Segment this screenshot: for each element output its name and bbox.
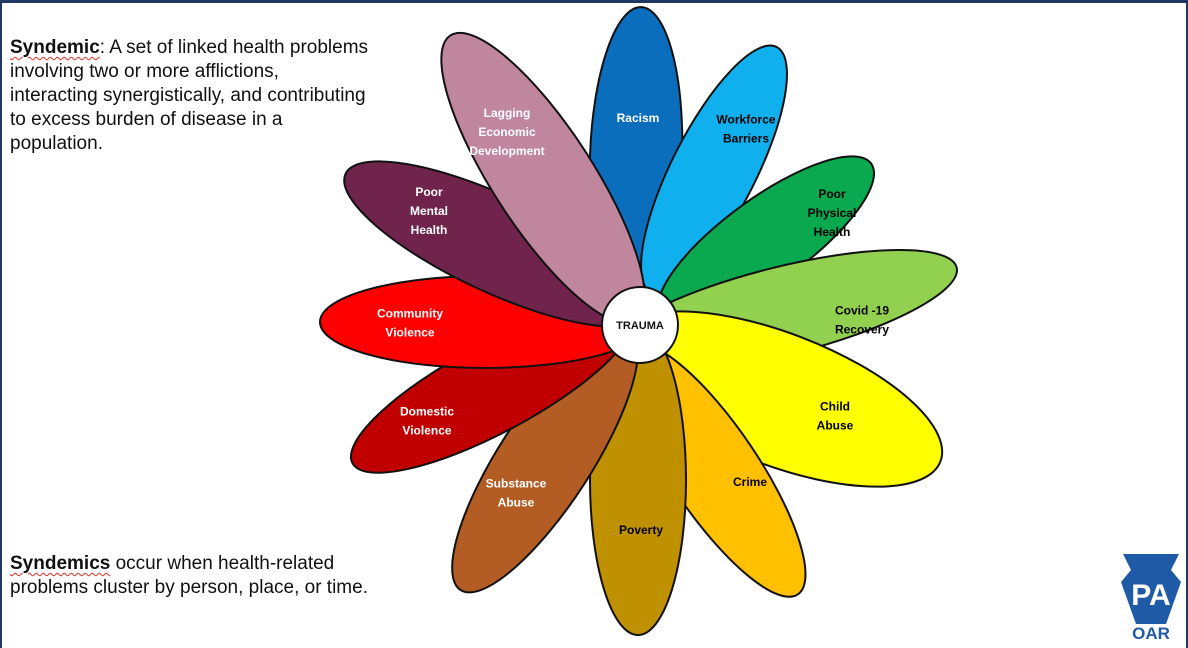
- petal-label: Racism: [617, 111, 660, 125]
- syndemic-definition: Syndemic: A set of linked health problem…: [10, 36, 370, 156]
- definition-term: Syndemic: [10, 37, 100, 58]
- logo-mark-text: PA: [1131, 579, 1170, 612]
- logo-subtitle: OAR: [1132, 624, 1170, 643]
- petal-label: Poverty: [619, 523, 663, 537]
- keystone-icon: PA: [1121, 554, 1181, 624]
- center-circle: [601, 286, 679, 364]
- syndemics-occurrence-note: Syndemics occur when health-related prob…: [10, 552, 380, 600]
- occurrence-text: occur when health-related problems clust…: [10, 553, 368, 598]
- pa-oar-logo: PA OAR: [1120, 552, 1182, 643]
- definition-text: : A set of linked health problems involv…: [10, 37, 369, 154]
- center-label: TRAUMA: [616, 320, 664, 332]
- petal-label: Crime: [733, 475, 767, 489]
- keystone-shape: [1121, 554, 1181, 624]
- center-trauma: TRAUMA: [601, 286, 679, 364]
- occurrence-term: Syndemics: [10, 553, 111, 574]
